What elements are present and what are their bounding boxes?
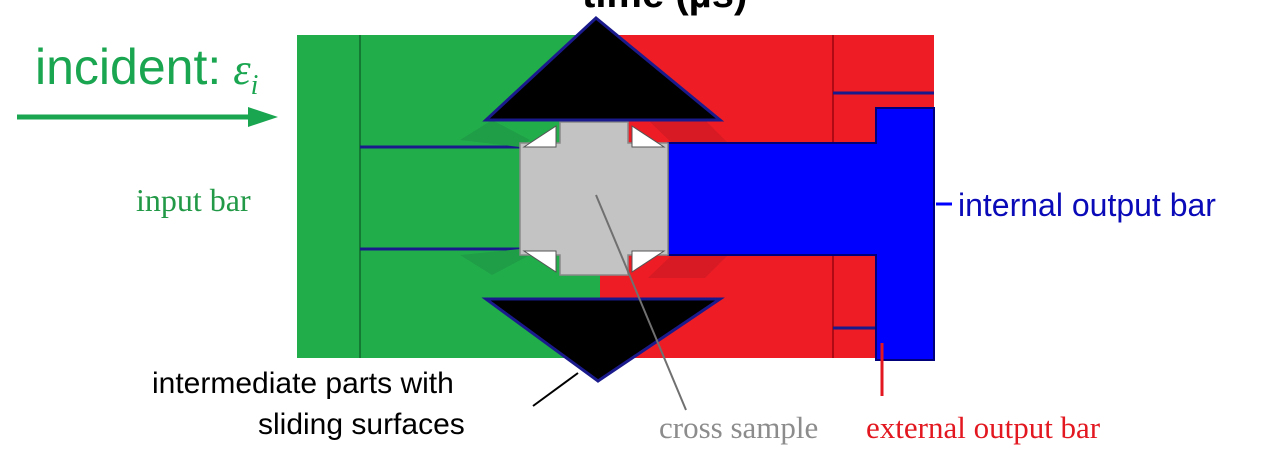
incident-label: incident: xyxy=(35,39,222,95)
input-bar-label: input bar xyxy=(136,182,251,218)
intermediate-parts-label-line2: sliding surfaces xyxy=(258,408,465,441)
incident-strain-subscript: i xyxy=(250,70,259,101)
incident-label-group: incident:εi xyxy=(35,38,258,101)
intermediate-leader xyxy=(532,372,579,407)
sample-notch-br xyxy=(631,250,666,273)
green-guide-top xyxy=(460,120,530,147)
intermediate-parts-label-line1: intermediate parts with xyxy=(152,367,454,400)
internal-output-bar-label: internal output bar xyxy=(958,187,1216,223)
cross-sample-leader xyxy=(595,194,687,411)
intermediate-wedge-top xyxy=(482,16,725,122)
right-arrow-icon xyxy=(248,107,278,127)
cross-sample xyxy=(519,121,669,276)
green-guide-bottom xyxy=(460,249,530,275)
sample-notch-tl xyxy=(522,125,557,148)
cut-off-title: time (µs) xyxy=(582,0,747,17)
sample-notch-bl xyxy=(522,250,557,273)
intermediate-wedge-bottom xyxy=(481,297,725,383)
red-guide-top xyxy=(648,120,728,143)
sample-notch-tr xyxy=(631,125,666,148)
external-output-bar-label: external output bar xyxy=(866,410,1101,445)
cross-sample-label: cross sample xyxy=(659,410,819,445)
incident-strain-symbol: ε xyxy=(233,45,251,94)
red-guide-bottom xyxy=(648,255,728,278)
